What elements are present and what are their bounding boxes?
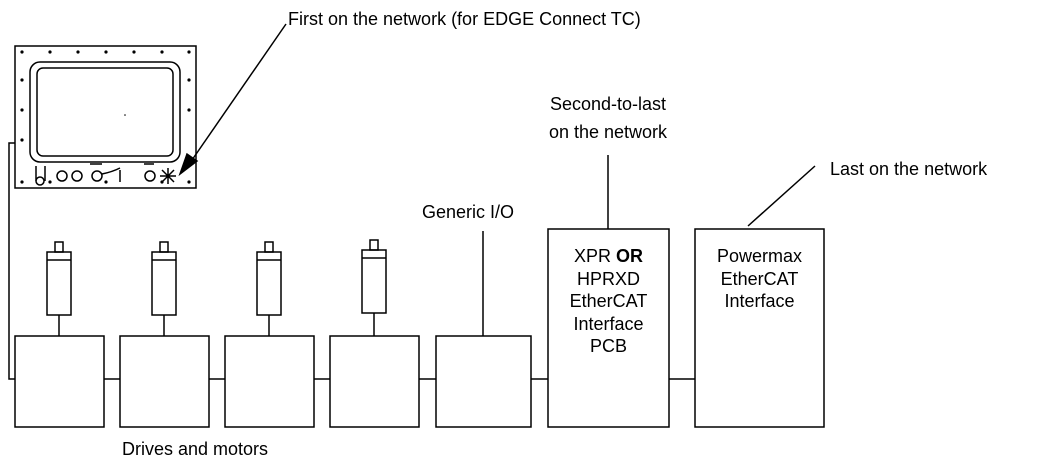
controller-network-cable — [8, 142, 15, 380]
generic-io-box — [435, 335, 532, 428]
or-label: OR — [616, 246, 644, 266]
powermax-box-text: Powermax EtherCAT Interface — [695, 245, 824, 313]
generic-io-label: Generic I/O — [421, 202, 515, 222]
drive-box — [14, 335, 105, 428]
powermax-line1: Powermax — [716, 246, 803, 266]
second-to-last-label-line1: Second-to-last — [549, 94, 667, 114]
motor-body — [361, 249, 387, 314]
xpr-line3: EtherCAT — [569, 291, 648, 311]
motor-body — [151, 251, 177, 316]
drive-box — [329, 335, 420, 428]
powermax-line2: EtherCAT — [720, 268, 799, 289]
motor-body — [256, 251, 282, 316]
first-node-arrowhead — [178, 152, 199, 177]
last-node-pointer-line — [747, 165, 816, 227]
drives-and-motors-label: Drives and motors — [121, 439, 269, 459]
powermax-line3: Interface — [724, 291, 795, 311]
cnc-controller — [14, 45, 197, 189]
drive-box — [224, 335, 315, 428]
controller-screen-bezel — [29, 61, 181, 163]
drive-box — [119, 335, 210, 428]
controller-knobs — [35, 163, 176, 186]
drive-3 — [224, 241, 315, 428]
last-node-label: Last on the network — [830, 159, 988, 179]
motor-shaft — [369, 239, 379, 251]
second-to-last-label-line2: on the network — [548, 122, 668, 142]
xpr-box-text: XPR OR HPRXD EtherCAT Interface PCB — [548, 245, 669, 358]
motor-shaft — [54, 241, 64, 253]
xpr-line4: Interface — [573, 313, 644, 334]
first-node-label: First on the network (for EDGE Connect T… — [288, 9, 641, 29]
xpr-label: XPR — [573, 246, 611, 266]
motor-shaft — [159, 241, 169, 253]
xpr-line5: PCB — [589, 336, 627, 356]
powermax-interface-box — [694, 228, 825, 428]
controller-screws — [20, 50, 191, 184]
drive-4 — [329, 239, 420, 428]
motor-body — [46, 251, 72, 316]
motor-shaft — [264, 241, 274, 253]
controller-screen — [36, 67, 174, 157]
controller-outer-frame — [14, 45, 197, 189]
xpr-line2: HPRXD — [576, 268, 640, 289]
first-node-pointer-line — [191, 23, 287, 161]
drive-2 — [119, 241, 210, 428]
xpr-line1: XPR OR — [548, 245, 669, 268]
drive-1 — [14, 241, 105, 428]
